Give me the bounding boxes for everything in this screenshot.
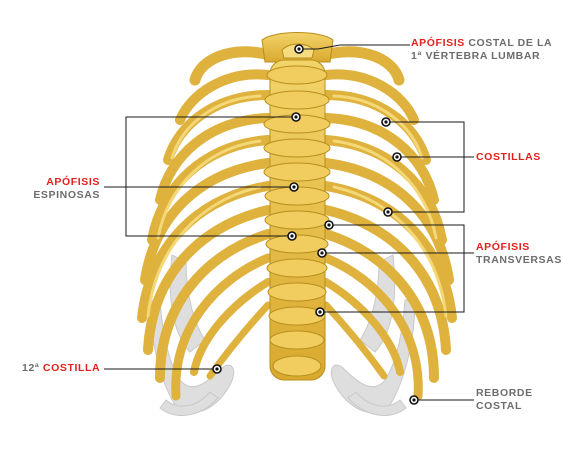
label-espinosas-line2: ESPINOSAS [33,189,100,201]
label-apofisis-espinosas: APÓFISIS ESPINOSAS [30,176,100,202]
label-transversas-red: APÓFISIS [476,241,530,253]
label-apofisis-transversas: APÓFISIS TRANSVERSAS [476,241,562,267]
label-costillas-text: COSTILLAS [476,151,541,163]
label-reborde-line1: REBORDE [476,387,533,399]
label-espinosas-red: APÓFISIS [46,176,100,188]
leader-lines [104,44,474,401]
label-reborde-costal: REBORDE COSTAL [476,387,533,413]
label-apofisis-costal-rest: COSTAL DE LA [468,37,553,49]
label-reborde-line2: COSTAL [476,400,522,412]
vertebral-column [261,32,334,381]
label-apofisis-costal: APÓFISIS COSTAL DE LA 1ª VÉRTEBRA LUMBAR [411,37,552,63]
label-transversas-line2: TRANSVERSAS [476,254,562,266]
label-apofisis-costal-line2: 1ª VÉRTEBRA LUMBAR [411,50,541,62]
label-doce-prefix: 12ª [22,362,40,374]
label-costillas: COSTILLAS [476,151,541,164]
label-12-costilla: 12ª COSTILLA [22,362,100,375]
label-doce-red: COSTILLA [42,362,101,374]
label-apofisis-costal-red: APÓFISIS [411,37,465,49]
costal-cartilage [149,254,416,416]
rib-highlights [146,94,448,318]
